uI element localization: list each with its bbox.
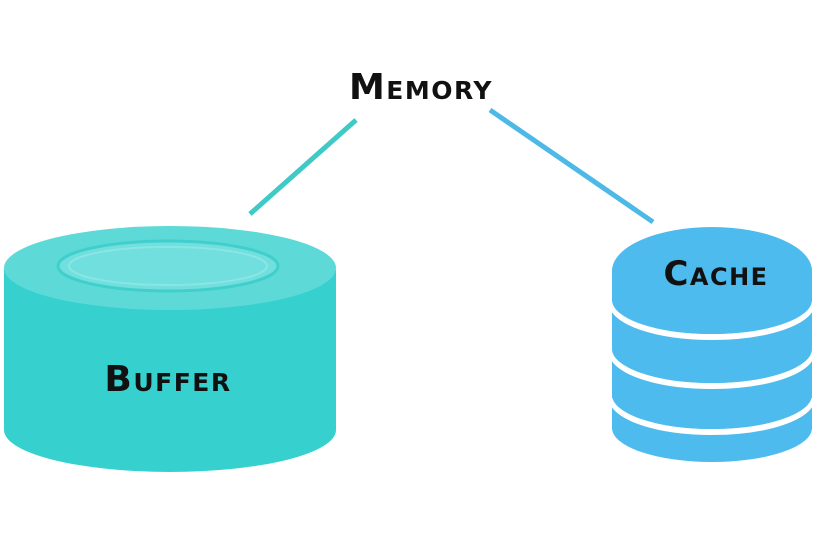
cache-disk-1-top bbox=[612, 227, 812, 315]
cache-label: Cache bbox=[663, 254, 768, 294]
connector-memory-cache bbox=[488, 107, 655, 225]
buffer-top-ring bbox=[56, 239, 280, 293]
buffer-node: Buffer bbox=[4, 226, 336, 472]
cache-gap-1 bbox=[609, 302, 815, 340]
cache-node: Cache bbox=[609, 227, 815, 462]
connector-memory-buffer bbox=[248, 118, 358, 216]
memory-label: Memory bbox=[349, 67, 493, 108]
buffer-top-ring-inner bbox=[68, 246, 268, 286]
buffer-cylinder-body bbox=[4, 270, 336, 472]
buffer-label: Buffer bbox=[104, 359, 231, 400]
cache-gap-3 bbox=[609, 397, 815, 435]
cache-gap-2 bbox=[609, 351, 815, 389]
